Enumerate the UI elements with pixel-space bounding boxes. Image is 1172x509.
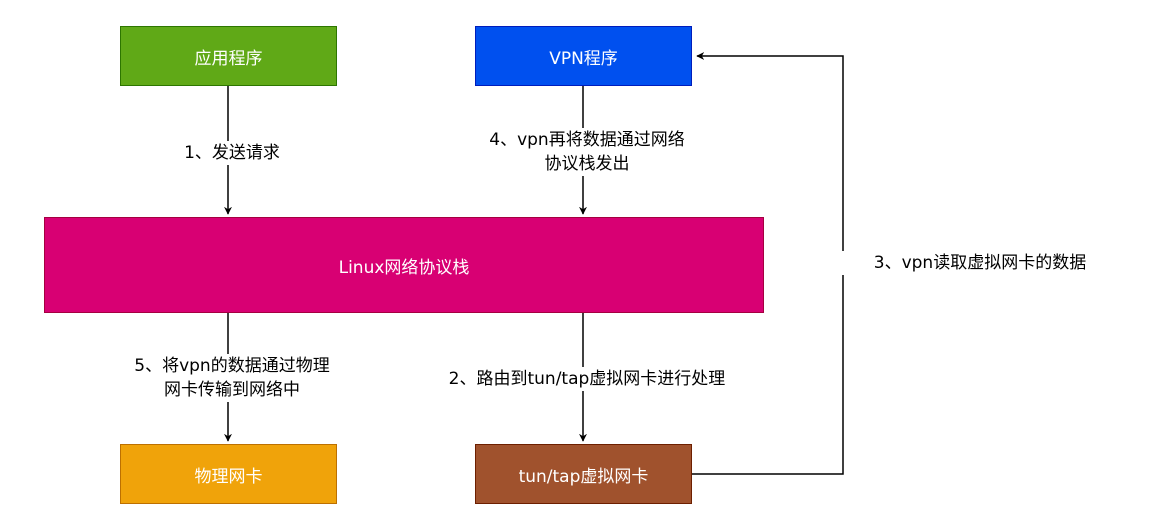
- physical-nic-node: 物理网卡: [120, 444, 337, 504]
- edge-label-step1: 1、发送请求: [150, 141, 314, 165]
- edge-label-step3-line1: 3、vpn读取虚拟网卡的数据: [873, 253, 1087, 273]
- edge-label-step4-line1: 4、vpn再将数据通过网络: [489, 130, 685, 150]
- tun-tap-node-label: tun/tap虚拟网卡: [518, 466, 649, 487]
- edge-label-step5-line1: 5、将vpn的数据通过物理: [134, 356, 330, 376]
- network-stack-node-label: Linux网络协议栈: [338, 257, 470, 278]
- vpn-node: VPN程序: [475, 26, 692, 86]
- edge-label-step5-line2: 网卡传输到网络中: [164, 380, 300, 400]
- app-node: 应用程序: [120, 26, 337, 86]
- edge-label-step4: 4、vpn再将数据通过网络 协议栈发出: [458, 128, 716, 176]
- edge-label-step5: 5、将vpn的数据通过物理 网卡传输到网络中: [96, 354, 368, 402]
- vpn-node-label: VPN程序: [549, 48, 618, 69]
- tun-tap-node: tun/tap虚拟网卡: [475, 444, 692, 504]
- edge-label-step1-line1: 1、发送请求: [184, 143, 280, 163]
- network-stack-node: Linux网络协议栈: [44, 217, 764, 313]
- edge-label-step2-line1: 2、路由到tun/tap虚拟网卡进行处理: [448, 369, 726, 389]
- edge-label-step4-line2: 协议栈发出: [544, 154, 630, 174]
- edge-label-step3: 3、vpn读取虚拟网卡的数据: [828, 251, 1132, 275]
- edge-label-step2: 2、路由到tun/tap虚拟网卡进行处理: [410, 367, 764, 391]
- physical-nic-node-label: 物理网卡: [194, 466, 263, 487]
- app-node-label: 应用程序: [194, 48, 263, 69]
